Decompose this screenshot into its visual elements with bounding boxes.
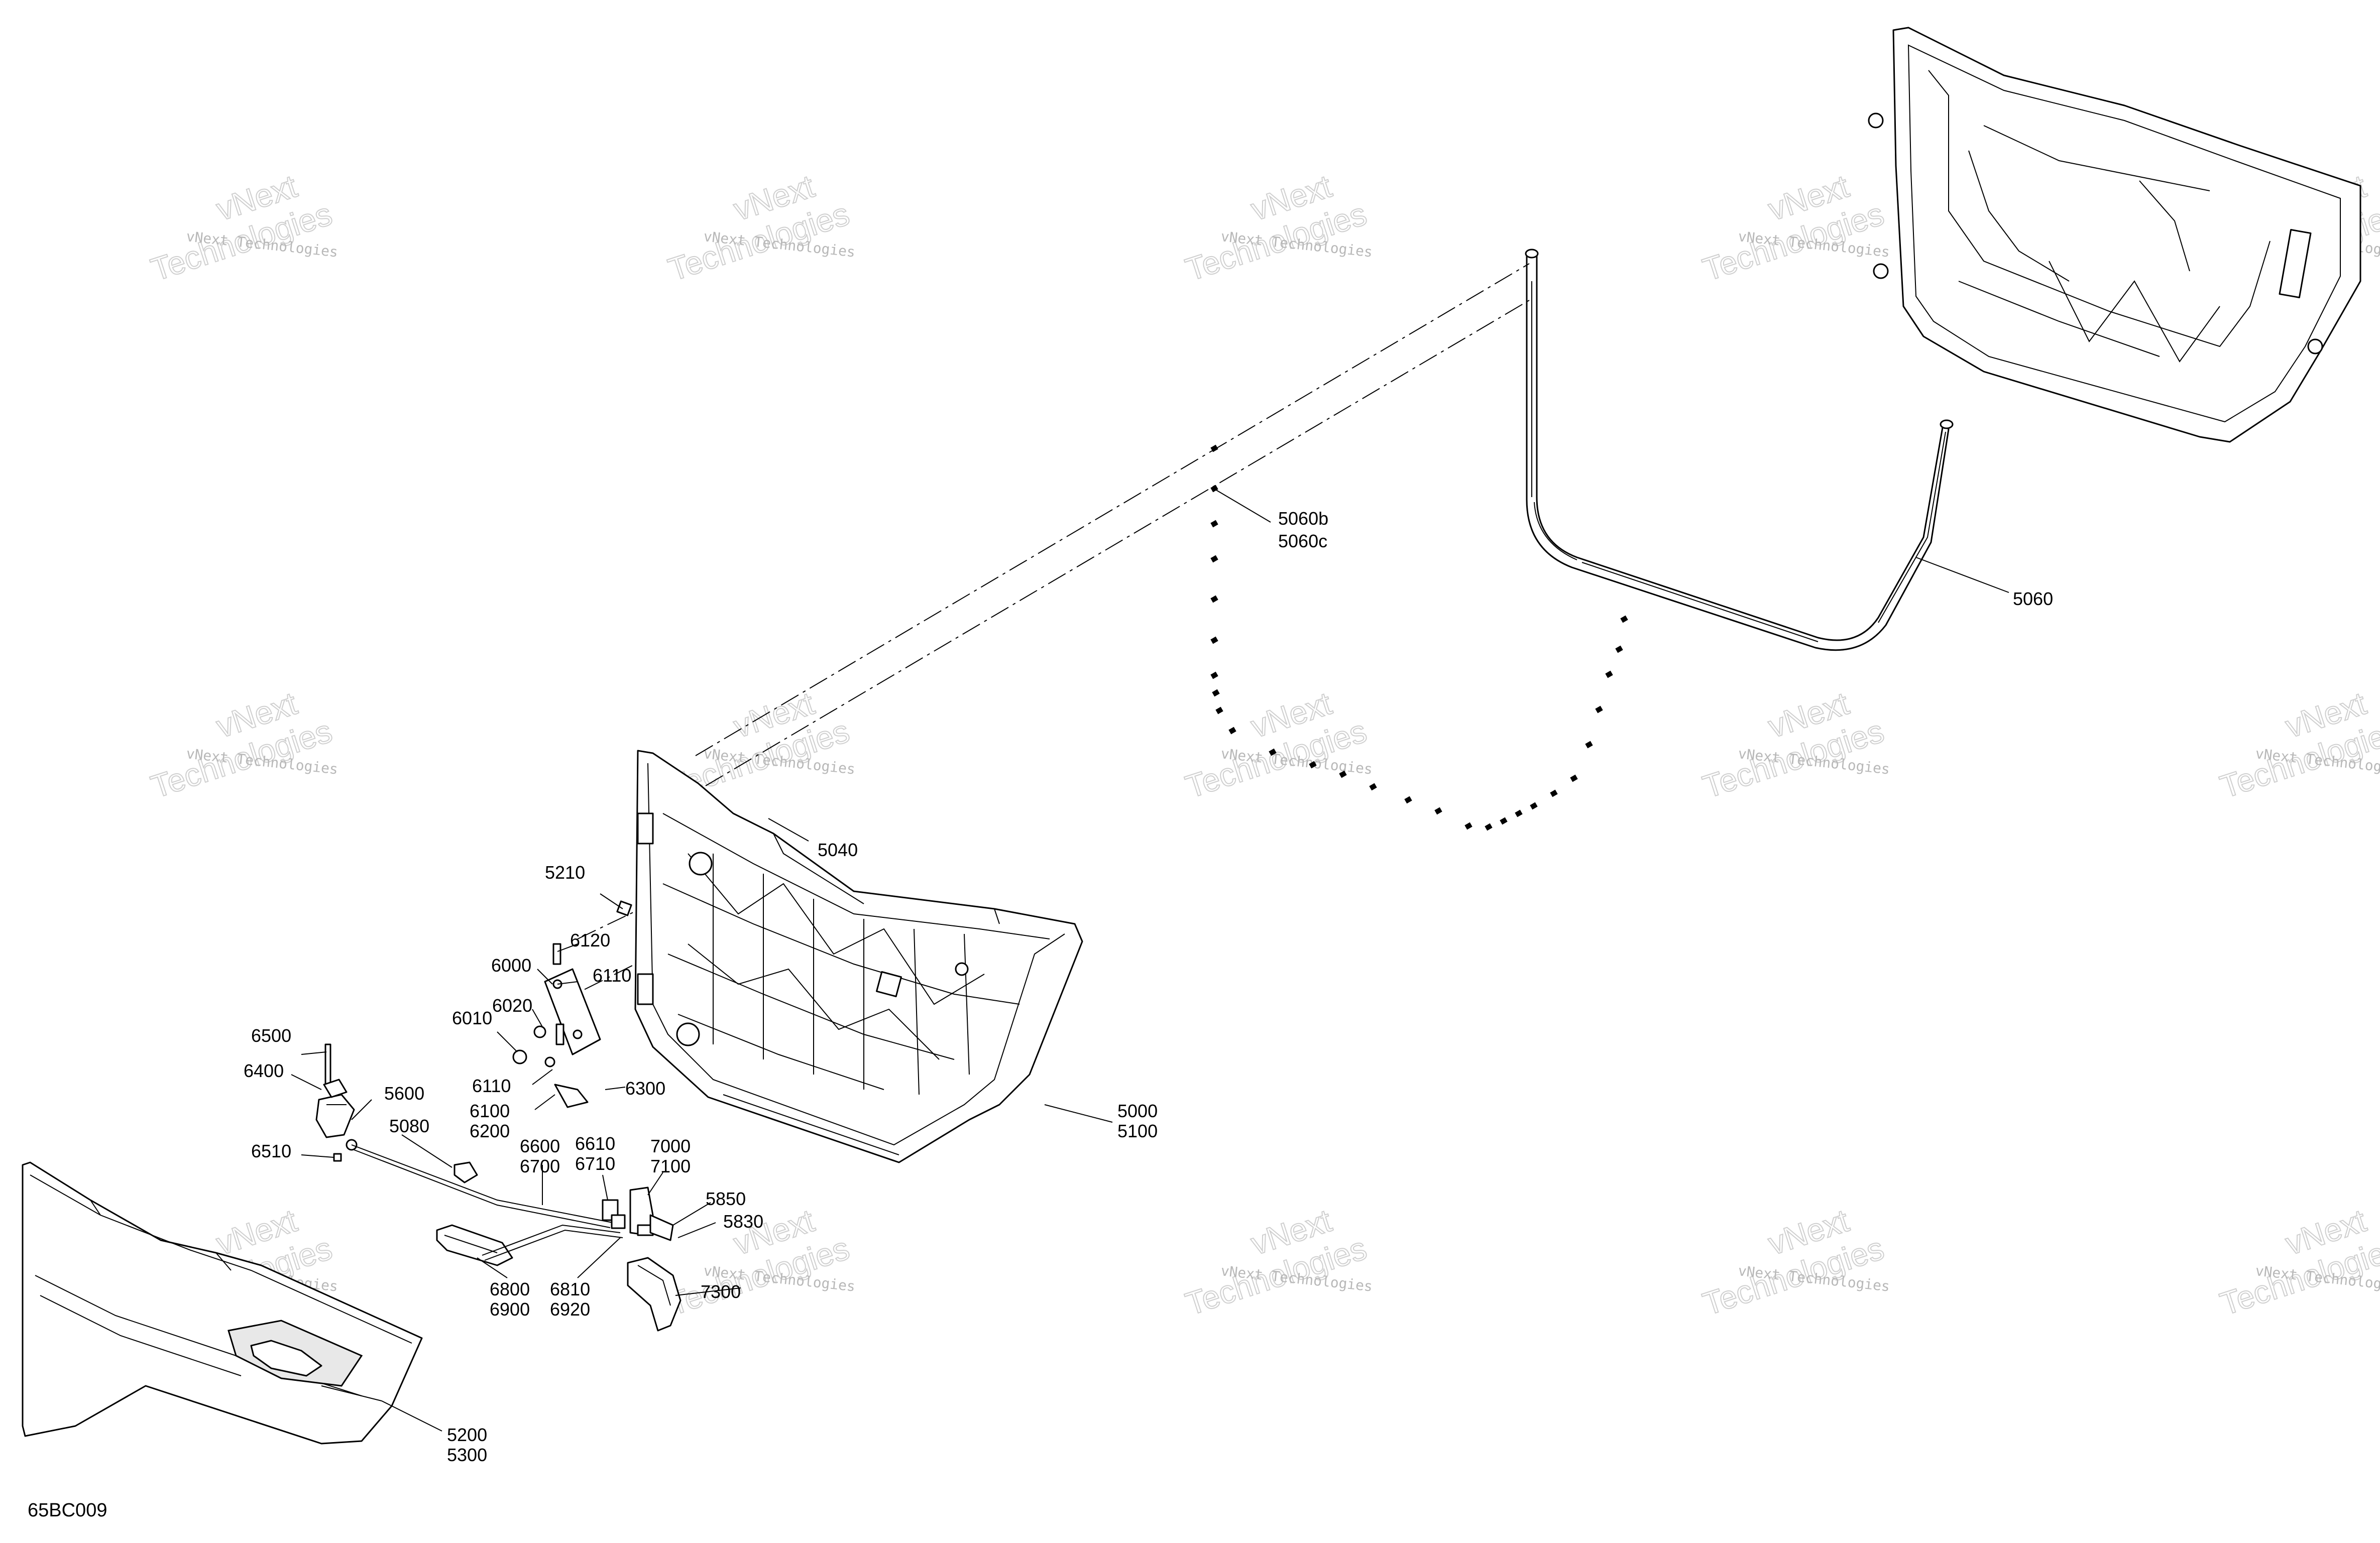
door-frame-5000 bbox=[634, 750, 1083, 1163]
watermark-tile: vNext Technologies vNext Technologies bbox=[2215, 684, 2380, 805]
callout-7300: 7300 bbox=[701, 1281, 741, 1302]
watermark-tile: vNext Technologies vNext Technologies bbox=[146, 684, 338, 805]
callout-5000: 5000 bbox=[1117, 1101, 1158, 1121]
callout-6010: 6010 bbox=[452, 1008, 492, 1028]
watermark-tile: vNext Technologies vNext Technologies bbox=[1698, 684, 1890, 805]
callout-7100: 7100 bbox=[650, 1156, 691, 1176]
callout-5100: 5100 bbox=[1117, 1121, 1158, 1141]
watermark-tile: vNext Technologies vNext Technologies bbox=[1698, 1202, 1890, 1323]
callout-5060b: 5060b bbox=[1278, 508, 1328, 529]
callout-5040: 5040 bbox=[818, 840, 858, 860]
callout-6110-lower: 6110 bbox=[472, 1076, 511, 1096]
callout-5850: 5850 bbox=[706, 1189, 746, 1209]
callout-6000: 6000 bbox=[491, 955, 531, 976]
callout-6400: 6400 bbox=[244, 1060, 284, 1081]
callout-6020: 6020 bbox=[492, 995, 532, 1016]
callout-5080: 5080 bbox=[389, 1116, 429, 1136]
callout-6300: 6300 bbox=[625, 1078, 665, 1099]
callout-6700: 6700 bbox=[520, 1156, 560, 1176]
callout-6800: 6800 bbox=[490, 1279, 530, 1299]
callout-7000: 7000 bbox=[650, 1136, 691, 1156]
callout-5600: 5600 bbox=[384, 1083, 424, 1104]
callout-5300: 5300 bbox=[447, 1445, 487, 1465]
diagram-code: 65BC009 bbox=[28, 1500, 107, 1521]
callout-5210: 5210 bbox=[545, 862, 585, 883]
door-seal-5060 bbox=[1525, 249, 1954, 651]
callout-6600: 6600 bbox=[520, 1136, 560, 1156]
callout-6810: 6810 bbox=[550, 1279, 590, 1299]
watermark-tile: vNext Technologies vNext Technologies bbox=[1181, 684, 1373, 805]
watermark-tile: vNext Technologies vNext Technologies bbox=[1698, 167, 1890, 288]
callout-5060c: 5060c bbox=[1278, 531, 1327, 551]
callout-6110-upper: 6110 bbox=[593, 965, 631, 986]
callout-labels: 5060b 5060c 5060 5040 5210 6120 6000 611… bbox=[244, 508, 2053, 1465]
watermark-tile: vNext Technologies vNext Technologies bbox=[146, 167, 338, 288]
callout-6920: 6920 bbox=[550, 1299, 590, 1320]
callout-5060: 5060 bbox=[2013, 588, 2053, 609]
watermark-tile: vNext Technologies vNext Technologies bbox=[2215, 1202, 2380, 1323]
callout-5830: 5830 bbox=[723, 1211, 763, 1232]
leader-lines bbox=[291, 489, 2009, 1432]
callout-6500: 6500 bbox=[251, 1025, 291, 1046]
callout-6200: 6200 bbox=[470, 1121, 510, 1141]
watermark-tile: vNext Technologies vNext Technologies bbox=[1181, 167, 1373, 288]
assembled-door-reference bbox=[1868, 27, 2361, 443]
callout-6610: 6610 bbox=[575, 1133, 615, 1154]
latch-hardware bbox=[315, 1043, 682, 1332]
watermark-tile: vNext Technologies vNext Technologies bbox=[663, 167, 856, 288]
seal-clips-5060b bbox=[1210, 444, 1628, 831]
hinge-hardware bbox=[512, 900, 632, 1108]
callout-6100: 6100 bbox=[470, 1101, 510, 1121]
outer-panel-5200 bbox=[22, 1161, 423, 1445]
callout-6120: 6120 bbox=[570, 930, 610, 951]
callout-6710: 6710 bbox=[575, 1153, 615, 1174]
callout-6900: 6900 bbox=[490, 1299, 530, 1320]
callout-6510: 6510 bbox=[251, 1141, 291, 1161]
callout-5200: 5200 bbox=[447, 1425, 487, 1445]
watermark-tile: vNext Technologies vNext Technologies bbox=[1181, 1202, 1373, 1323]
